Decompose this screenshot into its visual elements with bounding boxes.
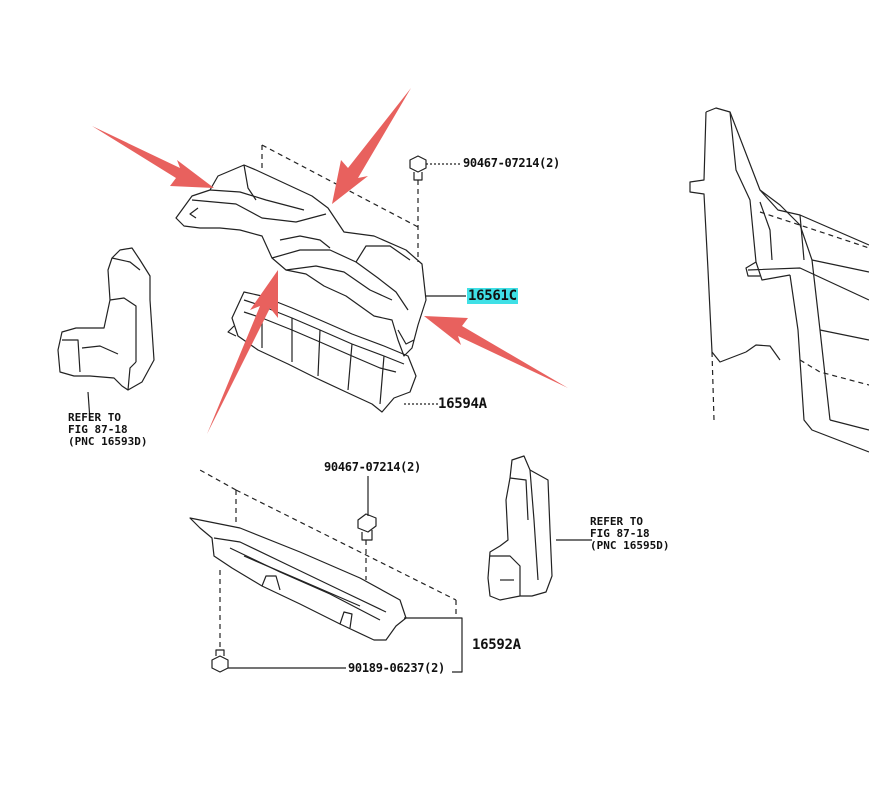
refer-right-line1: REFER TO: [590, 515, 643, 528]
leader-lines: [87, 163, 592, 673]
arrow-bottom-left: [207, 270, 278, 434]
refer-left-line2: FIG 87-18: [68, 423, 128, 436]
left-bracket-part: [57, 247, 155, 391]
refer-left-line1: REFER TO: [68, 411, 121, 424]
red-arrows: [92, 88, 568, 434]
refer-note-right: REFER TO FIG 87-18 (PNC 16595D): [590, 516, 669, 552]
refer-note-left: REFER TO FIG 87-18 (PNC 16593D): [68, 412, 147, 448]
screw-fastener-bottom: [211, 649, 229, 673]
arrow-top-center: [332, 88, 411, 204]
clip-fastener-top: [409, 155, 427, 181]
highlighted-part-number[interactable]: 16561C: [467, 288, 518, 304]
upper-duct-part: [175, 164, 427, 357]
right-bracket-part: [487, 455, 553, 601]
part-label-lower-duct[interactable]: 16592A: [472, 637, 521, 653]
refer-right-line3: (PNC 16595D): [590, 539, 670, 552]
part-label-clip-top[interactable]: 90467-07214(2): [463, 156, 560, 170]
arrow-right: [424, 316, 568, 388]
part-label-upper-duct[interactable]: 16561C: [467, 288, 518, 304]
clip-fastener-mid: [357, 513, 377, 541]
part-label-clip-mid[interactable]: 90467-07214(2): [324, 460, 421, 474]
radiator-support-outline: [689, 107, 869, 453]
refer-right-line2: FIG 87-18: [590, 527, 650, 540]
part-label-center-seal[interactable]: 16594A: [438, 396, 487, 412]
arrow-left-top: [92, 126, 214, 188]
alignment-dashed-lines: [199, 144, 457, 650]
refer-left-line3: (PNC 16593D): [68, 435, 148, 448]
center-seal-part: [227, 291, 417, 413]
part-label-screw-bottom[interactable]: 90189-06237(2): [348, 661, 445, 675]
lower-duct-part: [189, 517, 407, 641]
